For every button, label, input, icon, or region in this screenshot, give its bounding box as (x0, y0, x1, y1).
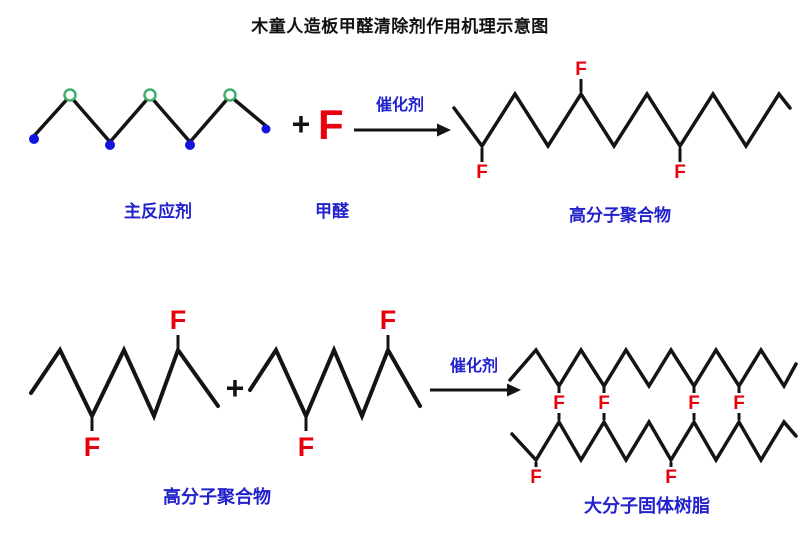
reaction-arrow-top (354, 123, 451, 137)
resin-label: 大分子固体树脂 (584, 496, 710, 516)
f-atom-label: F (733, 393, 745, 414)
polymer-b-structure: F F (248, 305, 422, 462)
f-atom-label: F (170, 305, 187, 335)
reaction-arrow-bottom (430, 383, 521, 397)
polymer-backbone (452, 90, 792, 150)
green-site-circles (63, 88, 237, 102)
f-atom-label: F (84, 432, 101, 462)
main-reactant-label: 主反应剂 (124, 202, 192, 221)
f-atom-label: F (674, 162, 686, 183)
f-atom-label: F (688, 393, 700, 414)
main-reactant-structure (29, 88, 271, 150)
polymer-backbone (29, 345, 220, 422)
polymer-backbone (32, 93, 268, 145)
f-atom-label: F (298, 432, 315, 462)
plus-sign-bottom: + (225, 370, 245, 406)
catalyst-label-top: 催化剂 (375, 97, 424, 114)
f-atom-label: F (476, 162, 488, 183)
plus-sign-top: + (291, 106, 311, 142)
arrowhead-icon (437, 123, 451, 137)
formaldehyde-f-symbol: F (318, 101, 344, 148)
polymer-backbone (248, 344, 422, 422)
arrowhead-icon (507, 383, 521, 397)
upper-chain-backbone (508, 346, 798, 390)
f-atom-label: F (575, 59, 587, 80)
polymer-product-label: 高分子聚合物 (569, 206, 671, 225)
polymer-reactant-label: 高分子聚合物 (163, 487, 271, 507)
lower-chain-backbone (510, 418, 798, 464)
f-atom-label: F (665, 467, 677, 488)
formaldehyde-label: 甲醛 (315, 202, 349, 221)
diagram-title: 木童人造板甲醛清除剂作用机理示意图 (251, 17, 549, 36)
f-atom-label: F (530, 467, 542, 488)
resin-structure: F F F F F F (508, 346, 798, 488)
polymer-a-structure: F F (29, 305, 220, 462)
polymer-product-structure: F F F (452, 59, 792, 183)
f-atom-label: F (553, 393, 565, 414)
f-atom-label: F (380, 305, 397, 335)
catalyst-label-bottom: 催化剂 (449, 358, 498, 375)
crosslink-bridges (557, 387, 741, 420)
f-atom-label: F (598, 393, 610, 414)
blue-site-dots (29, 124, 271, 150)
